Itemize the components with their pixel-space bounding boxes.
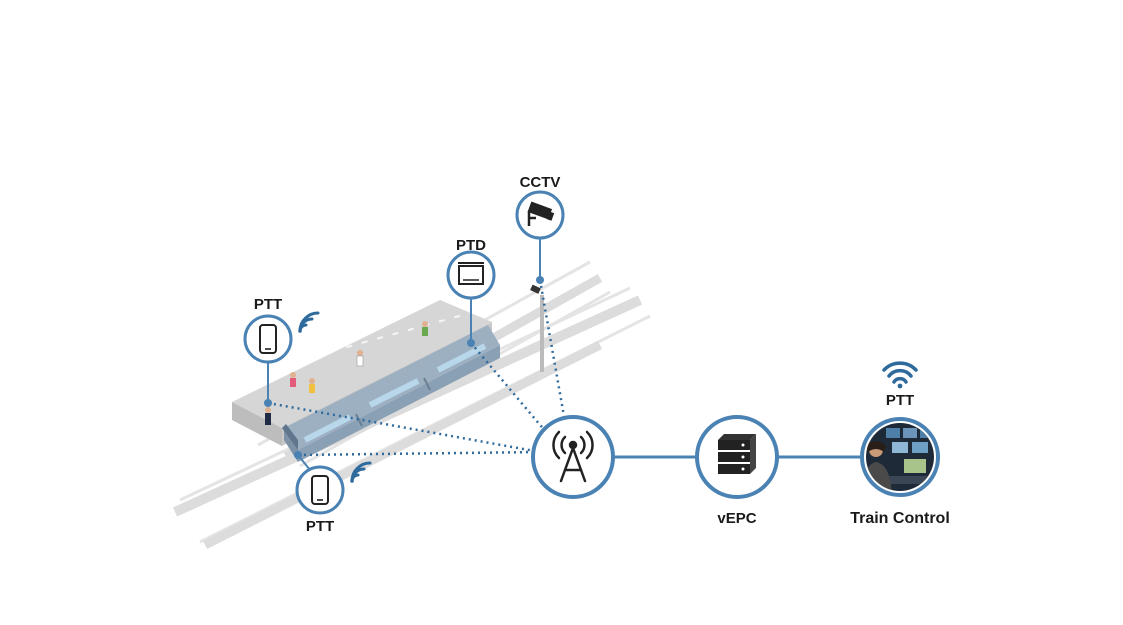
cctv-camera-node [515, 190, 565, 240]
control-room-operator-icon [866, 423, 934, 491]
ptt-left-label: PTT [253, 296, 283, 313]
vepc-label: vEPC [717, 510, 757, 527]
server-rack-icon [718, 434, 756, 474]
cctv-label: CCTV [519, 174, 561, 191]
ptt-control-label: PTT [885, 392, 915, 409]
passengers [265, 321, 428, 425]
vepc-server-node [695, 415, 779, 499]
train [282, 325, 500, 462]
ptt-phone-left-node [243, 314, 293, 364]
smartphone-icon [311, 475, 329, 505]
train-control-label: Train Control [850, 510, 950, 527]
wifi-signal-icon [350, 461, 372, 483]
passenger [422, 321, 428, 336]
base-station-node [531, 415, 615, 499]
ptd-display-node [446, 250, 496, 300]
pin-anchors [264, 276, 544, 459]
cctv-camera-icon [527, 201, 555, 226]
station-staff [265, 407, 271, 425]
passenger [356, 350, 364, 367]
passenger [309, 378, 315, 393]
link-cctv-to-antenna [538, 279, 567, 423]
smartphone-icon [259, 324, 277, 354]
ptd-label: PTD [456, 237, 486, 254]
ptt-phone-bottom-node [295, 465, 345, 515]
wifi-signal-icon [882, 361, 918, 389]
link-ptd-to-antenna [470, 342, 547, 433]
wireless-links [267, 279, 567, 457]
train-control-room-node [860, 417, 940, 497]
display-icon [458, 262, 484, 285]
antenna-tower-icon [552, 430, 594, 483]
link-ptt-bottom-to-antenna [297, 450, 541, 457]
wifi-signal-icon [298, 311, 320, 333]
ptt-bottom-label: PTT [305, 518, 335, 535]
cctv-pole [530, 284, 544, 372]
passenger [290, 372, 296, 387]
link-ptt-left-to-antenna [267, 401, 541, 454]
